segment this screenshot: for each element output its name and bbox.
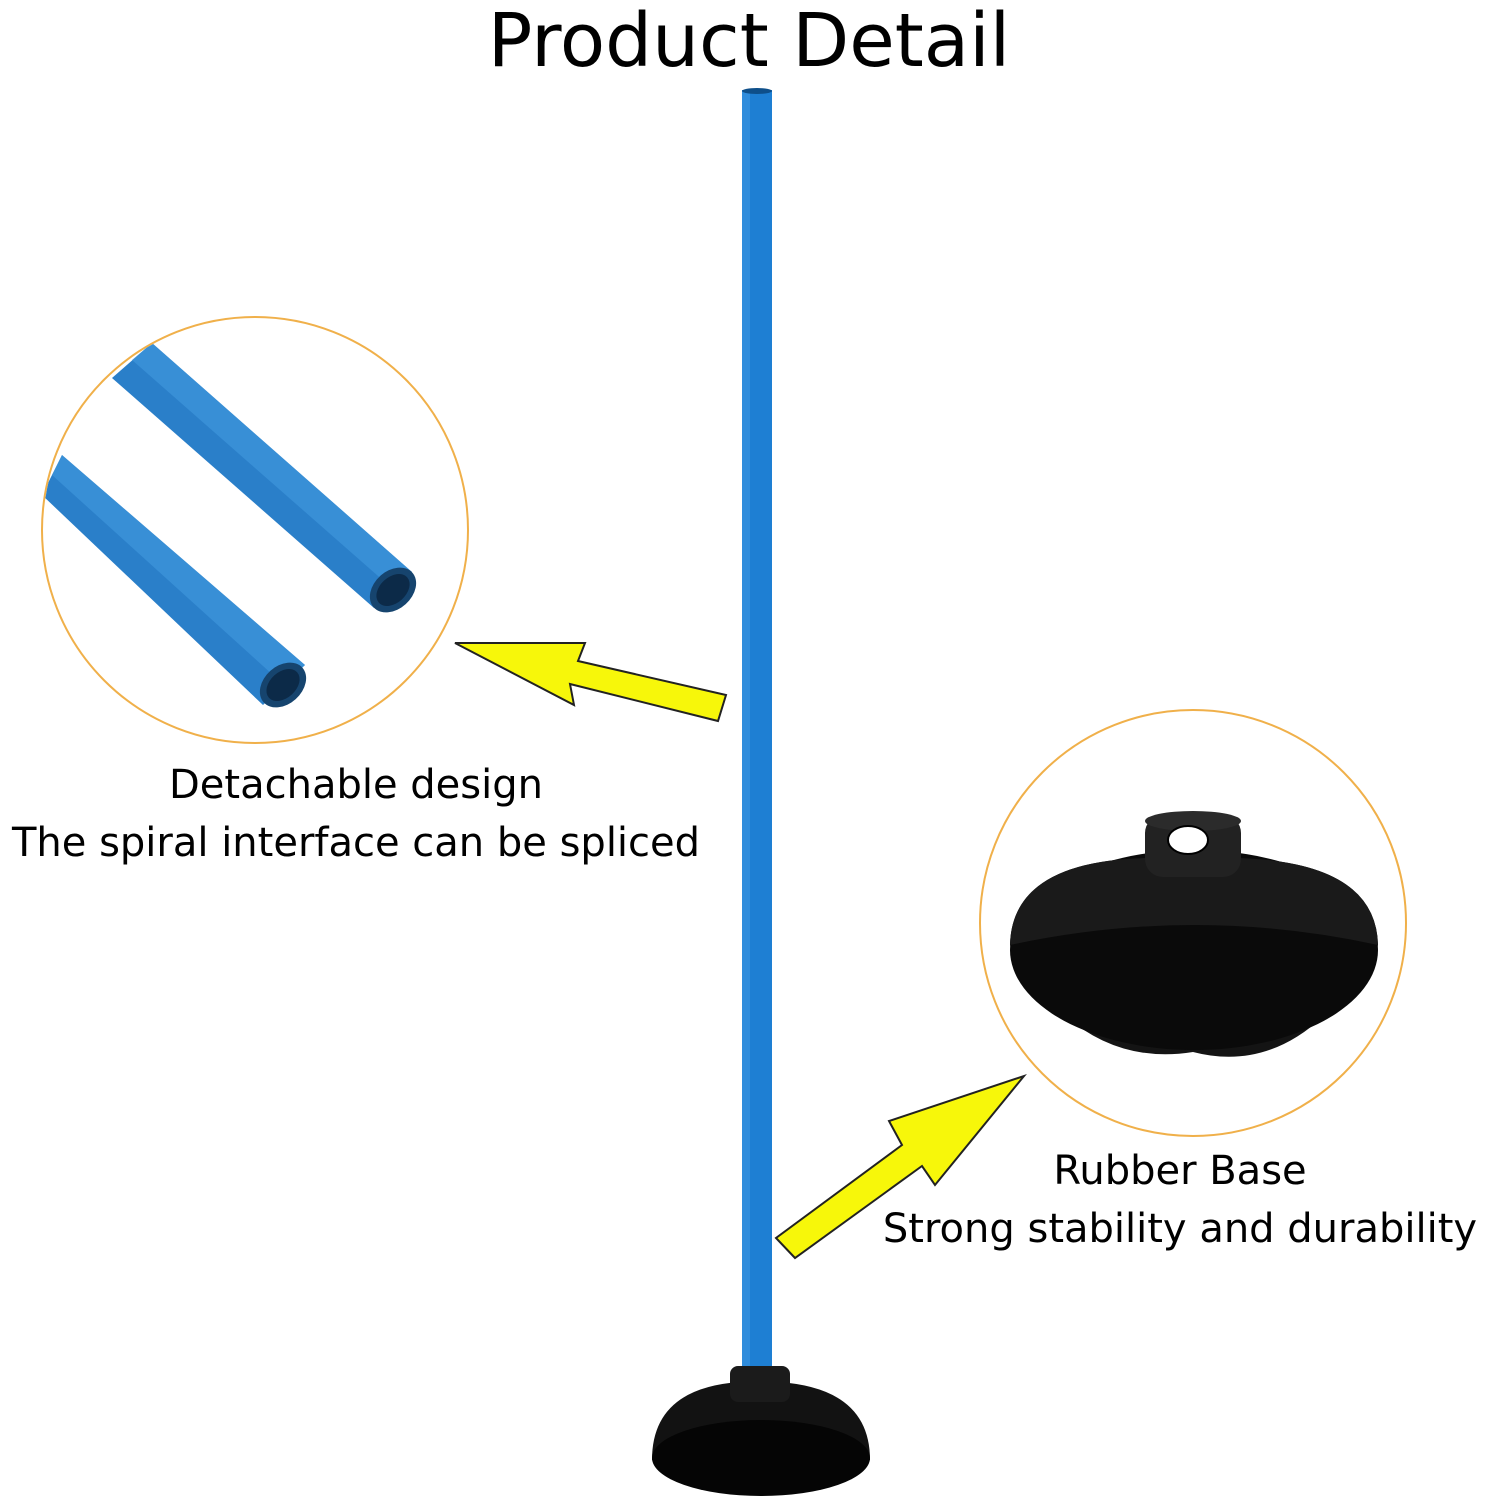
caption-heading: Rubber Base — [1053, 1148, 1307, 1194]
caption-text: Strong stability and durability — [882, 1206, 1478, 1252]
pole-rubber-base — [652, 1366, 870, 1496]
detachable-design-zoom — [41, 316, 469, 744]
arrow-to-left-zoom — [454, 642, 728, 723]
pole-highlight — [742, 90, 750, 1390]
pole-top-cap — [742, 88, 772, 94]
rubber-base-zoom — [979, 709, 1407, 1137]
caption-text: The spiral interface can be spliced — [11, 820, 701, 866]
rubber-base-caption: Rubber Base Strong stability and durabil… — [862, 1142, 1498, 1258]
caption-heading: Detachable design — [169, 762, 543, 808]
page-title: Product Detail — [487, 0, 1011, 84]
arrow-to-right-zoom — [774, 1073, 1027, 1260]
detachable-design-caption: Detachable design The spiral interface c… — [0, 756, 712, 872]
